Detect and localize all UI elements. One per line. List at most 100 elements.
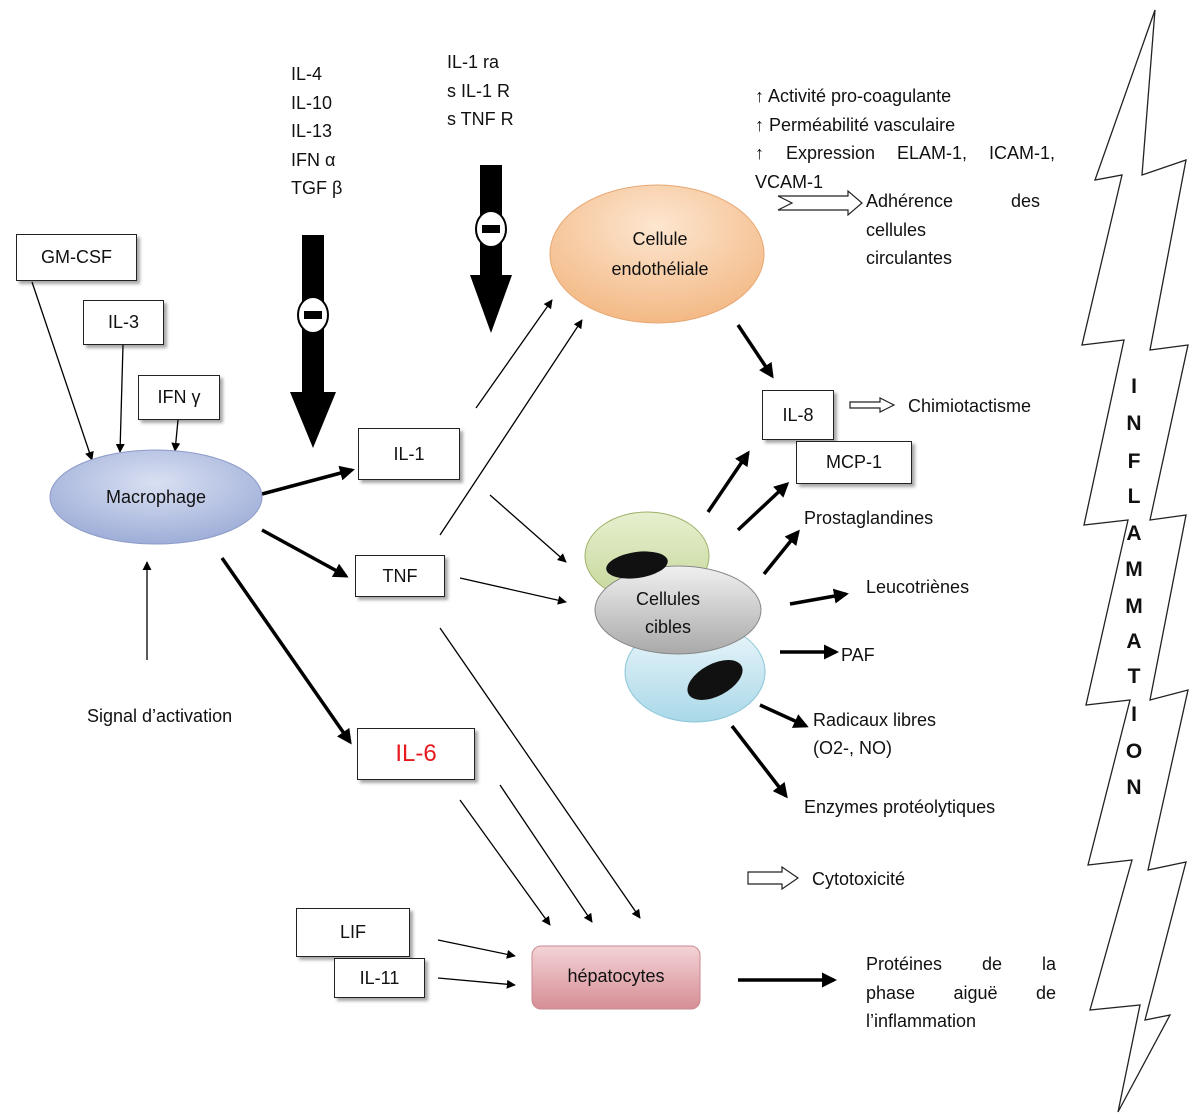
il1-box: IL-1 [358, 428, 460, 480]
arrow-ifng-macrophage [171, 419, 181, 452]
inhibitor-item: TGF β [291, 178, 343, 198]
il11-box: IL-11 [334, 958, 425, 998]
paf-label: PAF [841, 645, 875, 665]
activation-signal-label: Signal d’activation [87, 706, 233, 726]
target-cells-label-line2: cibles [644, 617, 692, 637]
effect-expression-part: ELAM-1, [896, 143, 968, 163]
endothelial-cell [549, 184, 765, 324]
arrow-targets-mcp1 [736, 481, 790, 532]
tnf-box: TNF [355, 555, 445, 597]
acute-phase-line3: l’inflammation [866, 1011, 977, 1031]
effect-expression-part: ICAM-1, [988, 143, 1055, 163]
arrow-macrophage-tnf [261, 528, 349, 578]
target-cells-label: Cellules cibles [608, 585, 728, 641]
acute-phase-word: Protéines [866, 954, 943, 974]
ifn-gamma-label: IFN γ [157, 387, 201, 407]
effect-expression-part: Expression [785, 143, 876, 163]
inflammation-letter: I [1131, 375, 1137, 398]
il8-box: IL-8 [762, 390, 834, 440]
inhibition-arrow-left [290, 235, 336, 448]
endothelial-label: Cellule endothéliale [560, 224, 760, 284]
ifn-gamma-box: IFN γ [138, 375, 220, 420]
inflammation-letter: M [1125, 558, 1143, 581]
arrow-targets-prostaglandins [762, 529, 800, 576]
inflammation-letter: N [1126, 776, 1142, 799]
inhibitor-item: IL-13 [291, 121, 333, 141]
inflammation-letter: N [1126, 412, 1142, 435]
effect-vcam: VCAM-1 [755, 171, 824, 192]
inhibitor-item: s TNF R [447, 109, 514, 129]
inflammation-letter: M [1125, 595, 1143, 618]
acute-phase-word: phase [866, 982, 916, 1003]
hollow-arrow-chemotaxis [849, 397, 896, 413]
arrow-il1-targets [489, 494, 567, 563]
inhibitor-item: IL-4 [291, 64, 323, 84]
macrophage-label: Macrophage [105, 487, 207, 507]
arrow-targets-il8 [706, 450, 750, 513]
arrow-macrophage-il6 [220, 557, 352, 745]
adherence-line3: circulantes [866, 248, 953, 268]
inflammation-letter: L [1127, 485, 1141, 508]
acute-phase-text: Protéines de la phase aiguë de l’inflamm… [866, 950, 1056, 1036]
inhibitor-item: IFN α [291, 149, 336, 170]
inhibition-arrow-right [470, 165, 512, 333]
endothelial-label-line1: Cellule [632, 229, 688, 249]
gm-csf-box: GM-CSF [16, 234, 137, 281]
inflammation-letter: A [1126, 522, 1142, 545]
endothelial-label-line2: endothéliale [611, 259, 709, 279]
leukotrienes-label: Leucotriènes [866, 577, 970, 597]
lif-label: LIF [339, 922, 366, 942]
il1-label: IL-1 [393, 443, 425, 464]
inflammation-letter: T [1127, 665, 1141, 688]
arrow-il6-hepatocytes-b [499, 784, 593, 923]
arrow-lif-hepatocytes [437, 939, 516, 959]
arrow-tnf-targets [459, 577, 567, 605]
target-cells-label-line1: Cellules [635, 589, 701, 609]
arrow-targets-enzymes [730, 724, 788, 799]
radicals-line1: Radicaux libres [813, 710, 937, 730]
hepatocytes-box [531, 945, 701, 1010]
arrow-il11-hepatocytes [437, 977, 516, 989]
inflammation-letter: F [1127, 450, 1141, 473]
arrow-endothelial-il8 [736, 324, 774, 379]
il6-label: IL-6 [395, 740, 437, 767]
mcp1-label: MCP-1 [825, 452, 882, 472]
effect-expression: ↑ Expression ELAM-1, ICAM-1, [755, 139, 1055, 168]
prostaglandins-label: Prostaglandines [804, 508, 934, 528]
arrow-il1-endothelial [475, 299, 553, 409]
macrophage-cell [49, 449, 263, 545]
inhibitor-item: IL-10 [291, 92, 333, 113]
hepatocytes-label: hépatocytes [567, 966, 665, 986]
effect-permeability: ↑ Perméabilité vasculaire [755, 114, 956, 135]
acute-phase-word: la [1041, 954, 1056, 974]
target-cell-grey [594, 565, 762, 655]
adherence-text: Adhérence des cellules circulantes [866, 187, 1040, 273]
adherence-word: Adhérence [866, 191, 954, 211]
cytotoxicity-label: Cytotoxicité [812, 869, 906, 889]
inflammation-letter: A [1126, 630, 1142, 653]
adherence-word: des [1010, 191, 1040, 211]
arrow-macrophage-il1 [261, 465, 355, 496]
tnf-label: TNF [382, 565, 418, 586]
inhibitor-item: s IL-1 R [447, 80, 511, 101]
arrow-il6-hepatocytes-a [459, 799, 551, 926]
il11-label: IL-11 [359, 967, 400, 988]
arrow-il3-macrophage [115, 344, 125, 453]
effect-expression-part: ↑ [755, 143, 764, 163]
acute-phase-word: de [982, 954, 1003, 974]
enzymes-label: Enzymes protéolytiques [804, 797, 996, 817]
radicals-line2: (O2-, NO) [813, 738, 892, 758]
il3-box: IL-3 [83, 300, 164, 345]
arrow-targets-radicals [759, 703, 809, 728]
chemotaxis-label: Chimiotactisme [908, 396, 1032, 416]
mcp1-box: MCP-1 [796, 441, 912, 484]
adherence-line1: Adhérence des [866, 187, 1040, 216]
nucleus-blue [687, 660, 743, 700]
target-cells-cluster [584, 511, 766, 723]
inflammation-letter: O [1125, 740, 1143, 763]
acute-phase-line1: Protéines de la [866, 950, 1056, 979]
arrow-tnf-endothelial [439, 319, 583, 536]
